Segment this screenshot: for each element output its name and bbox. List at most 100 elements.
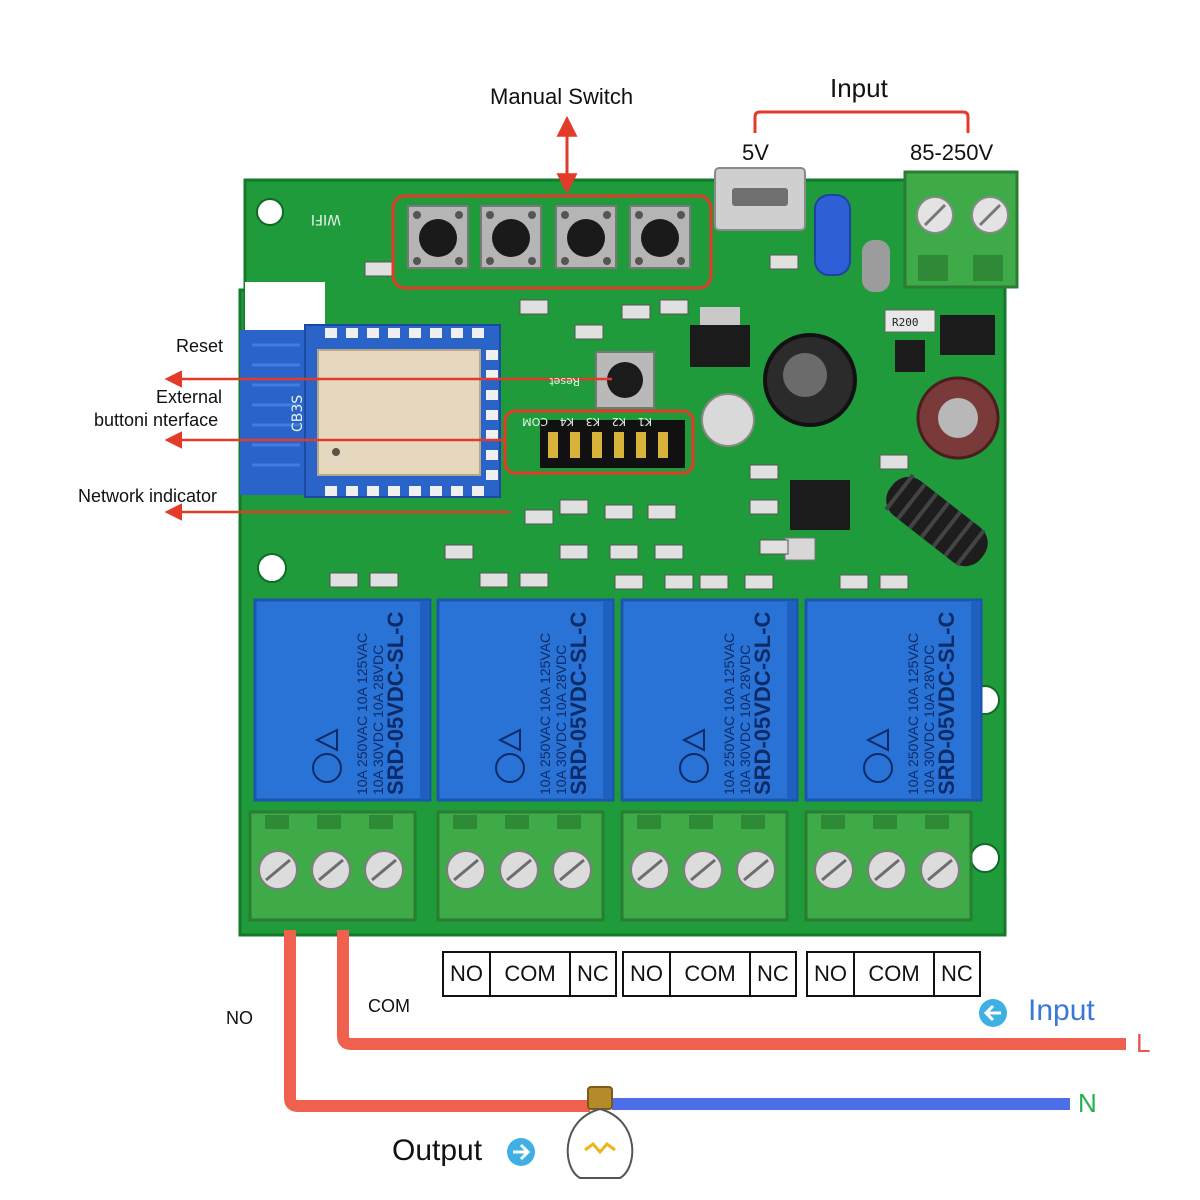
five-volt-label: 5V	[742, 140, 769, 165]
relay-model: SRD-05VDC-SL-C	[750, 612, 775, 795]
mount-hole	[256, 198, 284, 226]
module-pin	[451, 328, 463, 338]
smd-part	[664, 574, 694, 590]
ac-input-terminal	[903, 170, 1019, 289]
smd-part	[444, 544, 474, 560]
screw-terminal	[620, 810, 789, 922]
reset-label: Reset	[176, 336, 224, 356]
manual-switch-label: Manual Switch	[490, 84, 634, 109]
line-l-label: L	[1136, 1028, 1151, 1058]
module-pin	[346, 328, 358, 338]
relay-rating: 10A 250VAC 10A 125VAC	[905, 633, 921, 795]
relay-rating: 10A 250VAC 10A 125VAC	[721, 633, 737, 795]
tactile-switch	[407, 205, 469, 269]
legend-no: NO	[450, 961, 483, 986]
tactile-switch	[480, 205, 542, 269]
smd-part	[614, 574, 644, 590]
module-pin	[486, 370, 498, 380]
wire-com	[337, 930, 1126, 1050]
module-pin	[409, 486, 421, 496]
header-pin-label: K2	[612, 415, 626, 428]
arrow-left-circle-icon	[979, 999, 1007, 1027]
module-pin	[472, 486, 484, 496]
network-indicator-label: Network indicator	[78, 486, 218, 506]
tactile-switch	[555, 205, 617, 269]
smd-part	[647, 504, 677, 520]
relay-rating: 10A 250VAC 10A 125VAC	[537, 633, 553, 795]
smd-part	[769, 254, 799, 270]
line-n-label: N	[1078, 1088, 1097, 1118]
module-pin	[430, 328, 442, 338]
legend-no: NO	[814, 961, 847, 986]
smd-part	[759, 539, 789, 555]
legend-nc: NC	[749, 953, 795, 995]
module-pin	[486, 390, 498, 400]
legend-com: COM	[489, 953, 569, 995]
smd-part	[574, 324, 604, 340]
relay-rating: 10A 250VAC 10A 125VAC	[354, 633, 370, 795]
relay-rating: 10A 30VDC 10A 28VDC	[737, 645, 753, 795]
smd-part	[839, 574, 869, 590]
legend-com: COM	[853, 953, 933, 995]
wifi-module	[240, 324, 501, 498]
smd-part	[479, 572, 509, 588]
input-label: Input	[830, 73, 888, 103]
module-pin	[472, 328, 484, 338]
arrow-right-circle-icon	[507, 1138, 535, 1166]
resistor-mark: R200	[892, 316, 919, 329]
screw-terminal	[436, 810, 605, 922]
smd-part	[744, 574, 774, 590]
relay-model: SRD-05VDC-SL-C	[566, 612, 591, 795]
module-pin	[486, 410, 498, 420]
wire-no	[284, 930, 590, 1112]
external-label-line1: External	[156, 387, 223, 407]
manual-switch-callout-box	[391, 194, 713, 290]
module-pin	[346, 486, 358, 496]
legend-no: NO	[630, 961, 663, 986]
light-bulb-icon	[566, 1086, 634, 1179]
header-pin	[548, 432, 558, 458]
relay-model: SRD-05VDC-SL-C	[934, 612, 959, 795]
smd-part	[699, 574, 729, 590]
ac-voltage-label: 85-250V	[910, 140, 994, 165]
wiring	[284, 930, 1126, 1112]
header-pin	[636, 432, 646, 458]
smd-part	[369, 572, 399, 588]
legend-nc: NC	[569, 953, 615, 995]
smd-part	[621, 304, 651, 320]
module-pin	[409, 328, 421, 338]
module-pin	[388, 328, 400, 338]
smd-part	[519, 572, 549, 588]
output-terminals	[248, 810, 973, 922]
external-label-line2: buttoni nterface	[94, 410, 219, 430]
header-pin-label: COM	[522, 415, 548, 428]
wifi-silk: WIFI	[311, 211, 341, 227]
module-pin	[367, 486, 379, 496]
header-pin	[614, 432, 624, 458]
terminal-legend-2: NO COM NC	[622, 951, 797, 997]
smd-part	[659, 299, 689, 315]
mount-hole	[257, 553, 287, 583]
reset-silk: Reset	[549, 375, 580, 388]
relay-model: SRD-05VDC-SL-C	[383, 612, 408, 795]
header-pin-label: K4	[560, 415, 574, 428]
smd-part	[519, 299, 549, 315]
module-pin	[430, 486, 442, 496]
no-wire-label: NO	[226, 1008, 253, 1028]
screw-terminal	[804, 810, 973, 922]
mount-hole	[970, 843, 1000, 873]
module-pin	[367, 328, 379, 338]
usb-port	[714, 167, 806, 231]
relay-rating: 10A 30VDC 10A 28VDC	[553, 645, 569, 795]
header-pin	[570, 432, 580, 458]
relay-rating: 10A 30VDC 10A 28VDC	[370, 645, 386, 795]
smd-part	[559, 499, 589, 515]
header-pin	[658, 432, 668, 458]
module-pin	[388, 486, 400, 496]
header-pin-label: K3	[586, 415, 600, 428]
